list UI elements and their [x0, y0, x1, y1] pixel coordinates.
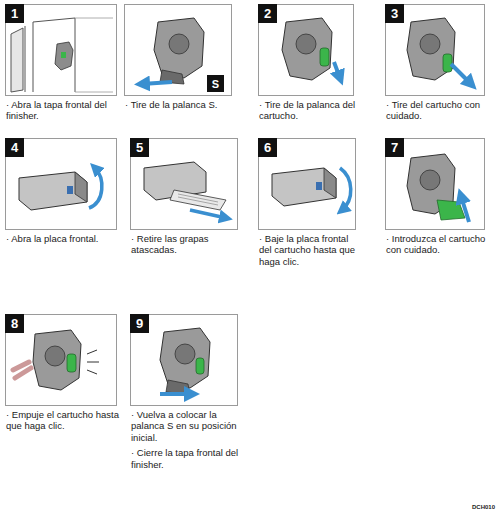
- tag-text: S: [212, 78, 219, 90]
- lever-label: S: [207, 75, 224, 92]
- step-number: 1: [5, 4, 24, 23]
- tag-text: 6: [264, 140, 271, 155]
- step-instruction: · Abra la placa frontal.: [6, 233, 124, 244]
- step-instruction: · Abra la tapa frontal del finisher.: [6, 99, 124, 122]
- step-number: 9: [130, 314, 149, 333]
- step-panel: · Introduzca el cartucho con cuidado.7: [385, 138, 485, 230]
- tag-text: 3: [391, 6, 398, 21]
- tag-text: 4: [11, 140, 18, 155]
- step-panel: · Abra la placa frontal.4: [5, 138, 117, 230]
- step-instruction: · Tire del cartucho con cuidado.: [386, 99, 492, 122]
- tag-text: 9: [136, 316, 143, 331]
- step-instruction: · Baje la placa frontal del cartucho has…: [259, 233, 363, 267]
- step-instruction: · Introduzca el cartucho con cuidado.: [386, 233, 492, 256]
- step-instruction: · Tire de la palanca del cartucho.: [259, 99, 361, 122]
- step-number: 7: [385, 138, 404, 157]
- step-panel: · Tire del cartucho con cuidado.3: [385, 4, 485, 96]
- step-instruction: · Vuelva a colocar la palanca S en su po…: [131, 409, 245, 443]
- tag-text: 8: [11, 316, 18, 331]
- caption: · Abra la tapa frontal del finisher.: [6, 99, 124, 126]
- caption: · Baje la placa frontal del cartucho has…: [259, 233, 363, 271]
- cartridge-lever-figure: [282, 18, 340, 80]
- lever-s-figure: [142, 18, 204, 84]
- tag-text: 7: [391, 140, 398, 155]
- step-panel: · Tire de la palanca S.S: [124, 4, 232, 96]
- step-instruction: · Cierre la tapa frontal del finisher.: [131, 447, 245, 470]
- tag-text: 2: [264, 6, 271, 21]
- step-instruction: · Tire de la palanca S.: [125, 99, 239, 110]
- cartridge-pull-figure: [407, 18, 471, 84]
- tag-text: 1: [11, 6, 18, 21]
- step-number: 2: [258, 4, 277, 23]
- caption: · Tire de la palanca del cartucho.: [259, 99, 361, 126]
- step-panel: · Empuje el cartucho hasta que haga clic…: [5, 314, 117, 406]
- step-panel: · Tire de la palanca del cartucho.2: [258, 4, 354, 96]
- finisher-figure: [11, 18, 113, 92]
- tag-text: 5: [136, 140, 143, 155]
- step-number: 3: [385, 4, 404, 23]
- step-instruction: · Empuje el cartucho hasta que haga clic…: [6, 409, 124, 432]
- caption: · Retire las grapas atascadas.: [131, 233, 245, 260]
- step-instruction: · Retire las grapas atascadas.: [131, 233, 245, 256]
- caption: · Empuje el cartucho hasta que haga clic…: [6, 409, 124, 436]
- step-panel: · Abra la tapa frontal del finisher.1: [5, 4, 117, 96]
- caption: · Abra la placa frontal.: [6, 233, 124, 248]
- step-number: 6: [258, 138, 277, 157]
- step-number: 4: [5, 138, 24, 157]
- step-panel: · Vuelva a colocar la palanca S en su po…: [130, 314, 238, 406]
- figure-code: DCH010: [472, 504, 495, 510]
- cartridge-push-figure: [13, 330, 99, 390]
- cartridge-insert-figure: [407, 154, 469, 222]
- step-panel: · Retire las grapas atascadas.5: [130, 138, 238, 230]
- caption: · Tire de la palanca S.: [125, 99, 239, 114]
- lever-s-return-figure: [160, 328, 210, 394]
- step-number: 8: [5, 314, 24, 333]
- caption: · Introduzca el cartucho con cuidado.: [386, 233, 492, 260]
- step-panel: · Baje la placa frontal del cartucho has…: [258, 138, 356, 230]
- front-plate-close-figure: [272, 168, 351, 210]
- step-number: 5: [130, 138, 149, 157]
- front-plate-open-figure: [19, 168, 102, 210]
- staples-remove-figure: [144, 162, 226, 218]
- caption: · Tire del cartucho con cuidado.: [386, 99, 492, 126]
- caption: · Vuelva a colocar la palanca S en su po…: [131, 409, 245, 474]
